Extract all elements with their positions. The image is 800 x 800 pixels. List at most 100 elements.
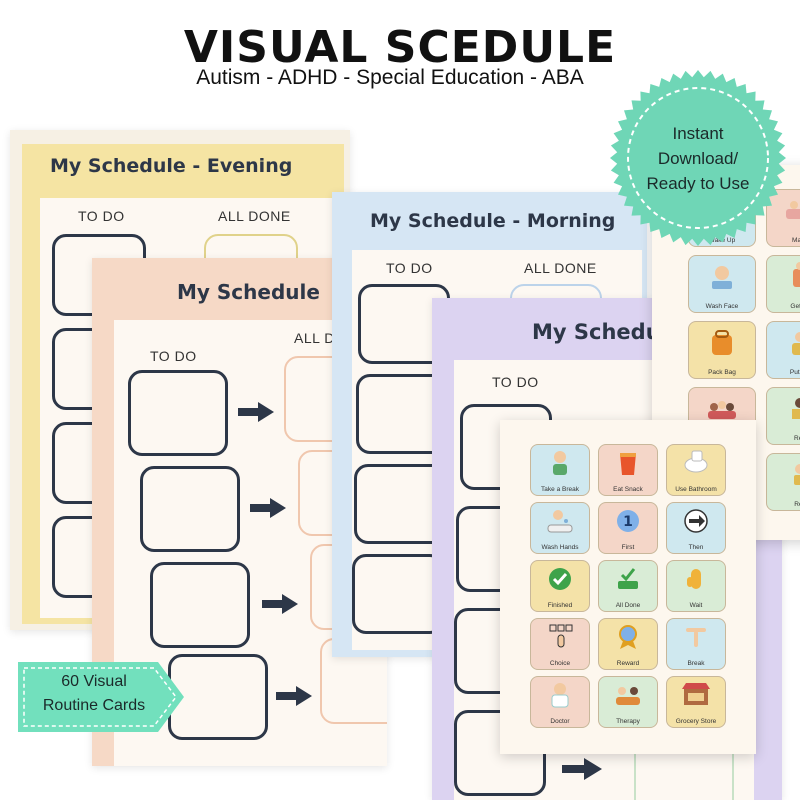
routine-card-label: Use Bathroom xyxy=(675,486,717,493)
hand-icon xyxy=(667,561,725,597)
ribbon-line-2: Routine Cards xyxy=(42,697,146,714)
evening-sheet-title: My Schedule - Evening xyxy=(50,155,293,177)
routine-card: Put On xyxy=(766,321,800,379)
toilet-icon xyxy=(667,445,725,481)
ribbon-shape-icon xyxy=(18,662,184,732)
ribbon-line-1: 60 Visual xyxy=(61,673,127,690)
routine-card-label: Break xyxy=(687,660,705,667)
scalloped-badge-icon xyxy=(610,70,786,246)
todo-box xyxy=(352,554,444,634)
routine-card: Get Dr xyxy=(766,255,800,313)
get-dressed-icon xyxy=(767,256,800,298)
svg-text:1: 1 xyxy=(623,514,633,530)
schedule-sheet-title: My Schedule xyxy=(177,280,320,304)
arrow-right-icon xyxy=(276,686,312,706)
routine-card: Rea xyxy=(766,387,800,445)
arrow-right-icon xyxy=(262,594,298,614)
routine-card-label: Rea xyxy=(794,435,800,442)
ribbon-text: 60 Visual Routine Cards xyxy=(24,670,164,718)
routine-card-label: Rec xyxy=(794,501,800,508)
badge-line-3: Ready to Use xyxy=(646,173,750,193)
routine-card: Wash Hands xyxy=(530,502,590,554)
take-break-icon xyxy=(531,445,589,481)
routine-card: Take a Break xyxy=(530,444,590,496)
all-done-label: ALL D xyxy=(294,330,335,346)
routine-card: Therapy xyxy=(598,676,658,728)
routine-card: Make xyxy=(766,189,800,247)
todo-box xyxy=(354,464,446,544)
routine-card: Reward xyxy=(598,618,658,670)
routine-card: Pack Bag xyxy=(688,321,756,379)
routine-card-label: Choice xyxy=(549,660,571,667)
routine-card: Finished xyxy=(530,560,590,612)
page-title: VISUAL SCEDULE xyxy=(183,22,617,73)
therapy-icon xyxy=(599,677,657,713)
medal-icon xyxy=(599,619,657,655)
make-bed-icon xyxy=(767,190,800,232)
store-icon xyxy=(667,677,725,713)
todo-label: TO DO xyxy=(386,260,433,276)
page-subtitle: Autism - ADHD - Special Education - ABA xyxy=(196,66,584,89)
badge-text: Instant Download/ Ready to Use xyxy=(610,70,786,246)
routine-card-label: Grocery Store xyxy=(675,718,717,725)
pack-bag-icon xyxy=(689,322,755,364)
routine-card: Eat Snack xyxy=(598,444,658,496)
routine-card: All Done xyxy=(598,560,658,612)
routine-card-label: Doctor xyxy=(550,718,570,725)
all-done-label: ALL DONE xyxy=(524,260,597,276)
badge-line-2: Download/ xyxy=(657,148,739,168)
routine-card: Rec xyxy=(766,453,800,511)
routine-card-label: First xyxy=(621,544,635,551)
wash-hands-icon xyxy=(531,503,589,539)
arrow-right-icon xyxy=(250,498,286,518)
todo-box xyxy=(128,370,228,456)
todo-label: TO DO xyxy=(492,374,539,390)
number-one-icon: 1 xyxy=(599,503,657,539)
badge-line-1: Instant xyxy=(672,123,724,143)
routine-card: Break xyxy=(666,618,726,670)
put-on-icon xyxy=(767,322,800,364)
routine-card-label: Get Dr xyxy=(790,303,800,310)
routine-card-label: Pack Bag xyxy=(708,369,736,376)
routine-card-label: Take a Break xyxy=(541,486,579,493)
routine-card: Doctor xyxy=(530,676,590,728)
routine-card-label: Wash Face xyxy=(705,303,739,310)
cards-count-ribbon: 60 Visual Routine Cards xyxy=(18,658,188,736)
morning-sheet-title: My Schedule - Morning xyxy=(370,210,616,232)
snack-icon xyxy=(599,445,657,481)
todo-label: TO DO xyxy=(78,208,125,224)
routine-card-label: Put On xyxy=(789,369,800,376)
routine-card-label: All Done xyxy=(615,602,641,609)
arrow-right-icon xyxy=(667,503,725,539)
routine-card: Wait xyxy=(666,560,726,612)
routine-card: Choice xyxy=(530,618,590,670)
routine-card: Wash Face xyxy=(688,255,756,313)
routine-card-label: Reward xyxy=(616,660,640,667)
arrow-right-icon xyxy=(562,758,602,780)
routine-card-label: Finished xyxy=(547,602,573,609)
todo-label: TO DO xyxy=(150,348,197,364)
wash-face-icon xyxy=(689,256,755,298)
routine-card-label: Eat Snack xyxy=(613,486,643,493)
todo-box xyxy=(150,562,250,648)
routine-card: Use Bathroom xyxy=(666,444,726,496)
doctor-icon xyxy=(531,677,589,713)
choice-icon xyxy=(531,619,589,655)
instant-download-badge: Instant Download/ Ready to Use xyxy=(610,70,786,246)
routine-card: Then xyxy=(666,502,726,554)
routine-card-label: Make xyxy=(792,237,800,244)
routine-card-label: Wait xyxy=(689,602,703,609)
arrow-right-icon xyxy=(238,402,274,422)
all-done-label: ALL DONE xyxy=(218,208,291,224)
routine-card: Grocery Store xyxy=(666,676,726,728)
routine-card-label: Then xyxy=(688,544,704,551)
break-icon xyxy=(667,619,725,655)
routine-card-label: Wash Hands xyxy=(541,544,579,551)
routine-card-label: Therapy xyxy=(616,718,640,725)
checkmark-icon xyxy=(531,561,589,597)
lavender-sheet-title: My Schedu xyxy=(532,320,661,344)
todo-box xyxy=(168,654,268,740)
group-icon xyxy=(689,388,755,430)
